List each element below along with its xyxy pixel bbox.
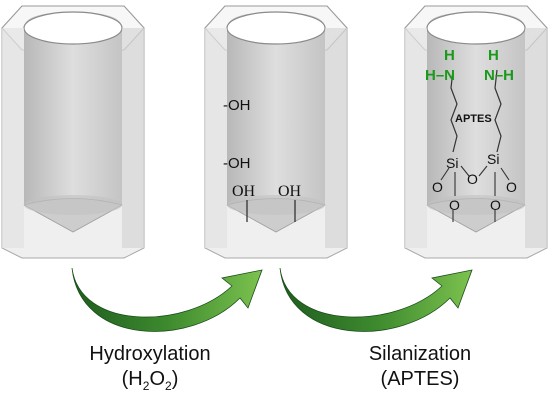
reagent-suffix: ) xyxy=(171,368,179,390)
si-atom-1: Si xyxy=(446,155,458,171)
wall-oh-2: -OH xyxy=(223,155,251,172)
wall-oh-1: -OH xyxy=(223,97,251,114)
step-reagent-h2o2: (H2O2) xyxy=(55,367,245,398)
tube-hydroxylated xyxy=(204,5,348,259)
o-atom-3: O xyxy=(449,197,460,213)
aptes-chain-label: APTES xyxy=(455,113,492,125)
tube-silanized xyxy=(404,5,548,259)
o-atom-2: O xyxy=(506,179,517,195)
amine-n-2: N–H xyxy=(484,67,514,84)
step-label-silanization: Silanization xyxy=(368,343,472,365)
amine-h-top-1: H xyxy=(444,47,455,64)
amine-n-1: H–N xyxy=(425,67,455,84)
reagent-prefix: (H xyxy=(121,368,143,390)
o-atom-1: O xyxy=(432,179,443,195)
o-bridge: O xyxy=(467,171,478,187)
tube-untreated xyxy=(1,5,145,259)
curved-arrow-hydroxylation xyxy=(71,267,263,332)
reagent-mid: O xyxy=(149,368,165,390)
si-atom-2: Si xyxy=(487,151,499,167)
amine-h-top-2: H xyxy=(488,47,499,64)
bottom-oh-1: OH xyxy=(232,183,256,200)
step-reagent-aptes: (APTES) xyxy=(380,368,460,390)
bottom-oh-2: OH xyxy=(278,183,302,200)
curved-arrow-silanization xyxy=(279,267,473,332)
reagent-sub-1: 2 xyxy=(142,379,150,393)
reagent-sub-2: 2 xyxy=(165,379,172,393)
step-label-hydroxylation: Hydroxylation xyxy=(89,343,211,365)
o-atom-4: O xyxy=(490,197,501,213)
